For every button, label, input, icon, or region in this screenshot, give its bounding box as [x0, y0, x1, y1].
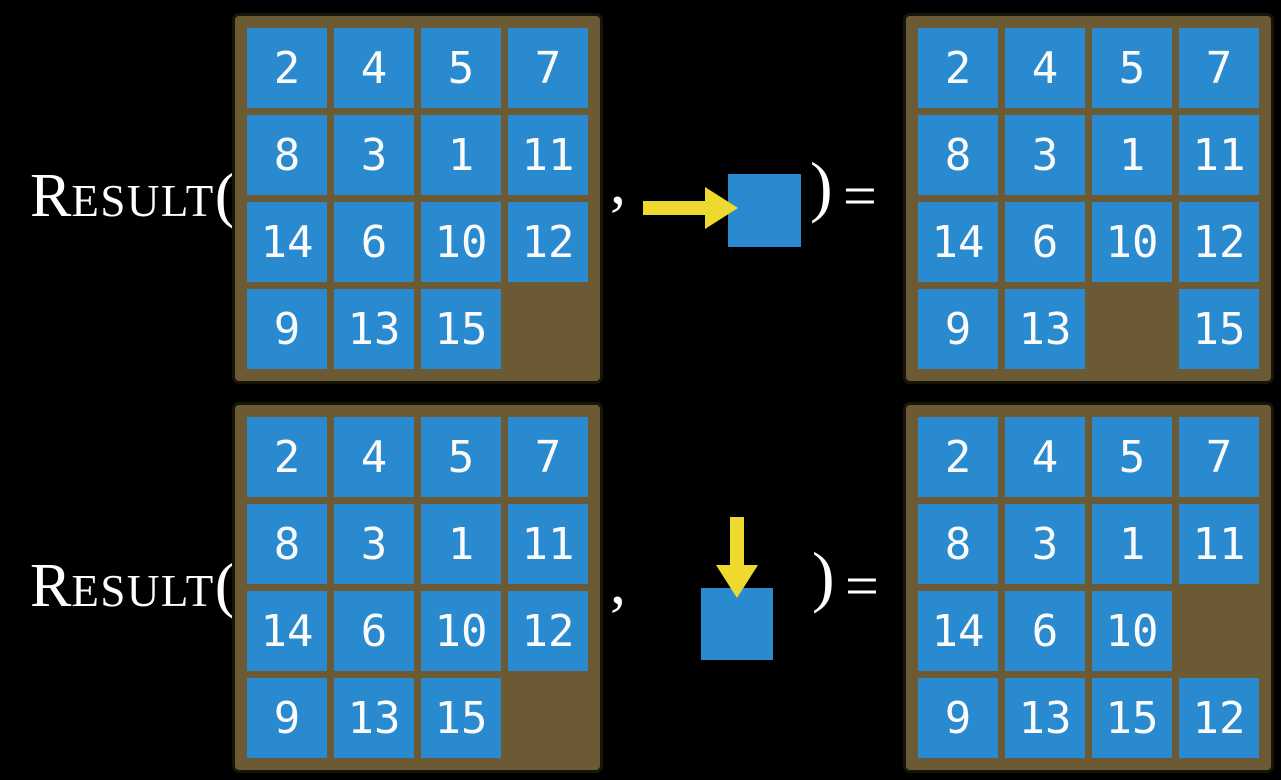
puzzle-tile-14: 14 [918, 591, 998, 671]
result-function-label: RESULT( [30, 552, 236, 620]
function-name-initial: R [30, 552, 72, 620]
puzzle-tile-10: 10 [421, 202, 501, 282]
puzzle-tile-11: 11 [1179, 115, 1259, 195]
puzzle-tile-12: 12 [508, 591, 588, 671]
equals-sign: = [845, 553, 879, 619]
comma-separator: , [610, 546, 626, 617]
puzzle-tile-4: 4 [1005, 28, 1085, 108]
puzzle-tile-12: 12 [1179, 678, 1259, 758]
puzzle-tile-8: 8 [918, 504, 998, 584]
puzzle-tile-2: 2 [918, 417, 998, 497]
puzzle-tile-13: 13 [334, 678, 414, 758]
puzzle-tile-1: 1 [1092, 504, 1172, 584]
puzzle-tile-4: 4 [1005, 417, 1085, 497]
puzzle-tile-13: 13 [334, 289, 414, 369]
puzzle-tile-8: 8 [247, 504, 327, 584]
puzzle-tile-6: 6 [1005, 202, 1085, 282]
puzzle-tile-10: 10 [1092, 591, 1172, 671]
puzzle-tile-9: 9 [918, 678, 998, 758]
close-paren: ) [810, 148, 833, 224]
puzzle-tile-6: 6 [334, 202, 414, 282]
puzzle-tile-2: 2 [247, 417, 327, 497]
puzzle-tile-15: 15 [1092, 678, 1172, 758]
function-name-rest: ESULT [71, 176, 215, 226]
empty-slot [1092, 289, 1172, 369]
puzzle-tile-13: 13 [1005, 289, 1085, 369]
right-arrow-icon [643, 187, 738, 229]
puzzle-tile-1: 1 [421, 504, 501, 584]
puzzle-tile-3: 3 [1005, 504, 1085, 584]
puzzle-tile-3: 3 [334, 115, 414, 195]
puzzle-tile-11: 11 [508, 115, 588, 195]
puzzle-tile-12: 12 [508, 202, 588, 282]
puzzle-tile-6: 6 [1005, 591, 1085, 671]
puzzle-tile-15: 15 [421, 678, 501, 758]
puzzle-tile-9: 9 [247, 289, 327, 369]
puzzle-tile-10: 10 [421, 591, 501, 671]
down-arrow-icon [716, 517, 758, 598]
function-name-initial: R [30, 162, 72, 230]
puzzle-tile-6: 6 [334, 591, 414, 671]
puzzle-tile-15: 15 [421, 289, 501, 369]
puzzle-tile-4: 4 [334, 417, 414, 497]
puzzle-tile-5: 5 [421, 417, 501, 497]
puzzle-tile-3: 3 [1005, 115, 1085, 195]
tile-icon [728, 174, 801, 247]
puzzle-tile-9: 9 [918, 289, 998, 369]
puzzle-tile-15: 15 [1179, 289, 1259, 369]
close-paren: ) [812, 538, 835, 614]
puzzle-tile-8: 8 [247, 115, 327, 195]
open-paren: ( [214, 159, 237, 230]
puzzle-tile-10: 10 [1092, 202, 1172, 282]
puzzle-tile-4: 4 [334, 28, 414, 108]
puzzle-tile-5: 5 [1092, 417, 1172, 497]
equals-sign: = [843, 163, 877, 229]
function-name-rest: ESULT [71, 566, 215, 616]
puzzle-tile-1: 1 [1092, 115, 1172, 195]
tile-icon [701, 588, 773, 660]
puzzle-tile-11: 11 [508, 504, 588, 584]
empty-slot [508, 678, 588, 758]
open-paren: ( [214, 549, 237, 620]
empty-slot [1179, 591, 1259, 671]
puzzle-tile-7: 7 [1179, 28, 1259, 108]
puzzle-tile-12: 12 [1179, 202, 1259, 282]
puzzle-tile-8: 8 [918, 115, 998, 195]
puzzle-tile-14: 14 [918, 202, 998, 282]
comma-separator: , [610, 146, 626, 217]
puzzle-tile-11: 11 [1179, 504, 1259, 584]
puzzle-tile-1: 1 [421, 115, 501, 195]
puzzle-tile-7: 7 [508, 28, 588, 108]
puzzle-tile-2: 2 [918, 28, 998, 108]
puzzle-tile-13: 13 [1005, 678, 1085, 758]
puzzle-tile-14: 14 [247, 591, 327, 671]
puzzle-tile-14: 14 [247, 202, 327, 282]
puzzle-tile-7: 7 [1179, 417, 1259, 497]
puzzle-tile-7: 7 [508, 417, 588, 497]
puzzle-tile-5: 5 [1092, 28, 1172, 108]
puzzle-tile-9: 9 [247, 678, 327, 758]
empty-slot [508, 289, 588, 369]
result-function-label: RESULT( [30, 162, 236, 230]
puzzle-tile-2: 2 [247, 28, 327, 108]
puzzle-tile-5: 5 [421, 28, 501, 108]
puzzle-tile-3: 3 [334, 504, 414, 584]
